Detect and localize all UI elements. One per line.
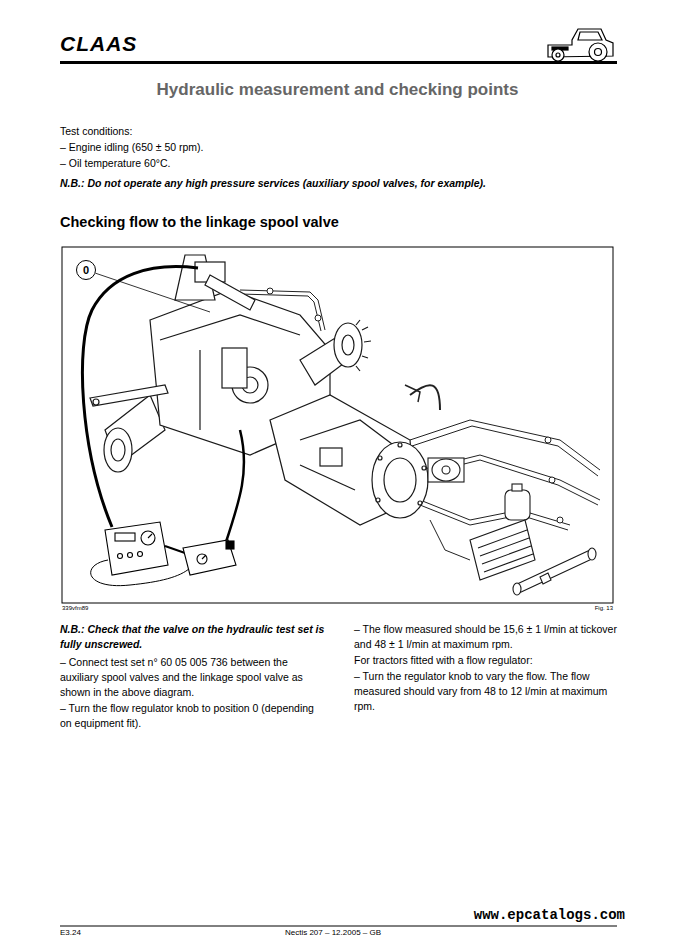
pump-and-cooler [428,458,596,595]
test-hoses [82,267,244,586]
header-rule-part [60,61,617,64]
pump-and-cooler-part [470,520,535,580]
transmission-housing-part [372,442,428,518]
hydraulic-test-set [105,522,236,575]
hydraulic-test-set-part [183,540,236,575]
transmission-housing-part [378,456,382,460]
pump-and-cooler-part [513,583,521,595]
transmission-housing-part [422,466,426,470]
tractor-icon-part [595,49,602,56]
transmission-housing-part [90,385,168,406]
test-hoses-part [96,273,211,312]
pipe-unions-part [267,288,273,294]
transmission-housing-part [320,448,342,466]
hydraulic-pipes-part [420,500,570,525]
footer-rule-part [60,926,617,927]
pump-and-cooler-part [505,490,530,520]
instruction-step: – Connect test set n° 60 05 005 736 betw… [60,655,325,700]
hydraulic-test-set-part [138,552,143,557]
transmission-housing-part [160,315,300,340]
transmission-housing-part [334,323,362,367]
test-conditions-heading: Test conditions: [60,124,360,139]
pipe-unions-part [545,437,551,443]
transmission-housing-part [342,335,354,355]
instruction-step: – The flow measured should be 15,6 ± 1 l… [354,622,620,652]
hydraulic-test-set-part [105,522,168,575]
warning-note: N.B.: Do not operate any high pressure s… [60,176,620,191]
pump-and-cooler-part [428,458,464,482]
hydraulic-test-set-part [141,531,155,545]
callout-number: 0 [83,265,89,276]
transmission-housing-part [398,443,402,447]
hydraulic-test-set-part [128,553,133,558]
test-hoses-part [225,430,244,545]
pump-and-cooler-part [478,530,533,572]
test-condition: – Oil temperature 60°C. [60,156,360,171]
hydraulic-test-set-part [118,554,123,559]
pump-and-cooler-part [512,484,522,491]
transmission-housing-part [384,458,416,502]
pump-and-cooler-part [540,573,551,584]
transmission-housing-part [93,399,99,405]
document-reference: Nectis 207 – 12.2005 – GB [223,928,443,937]
brand-logo: CLAAS [60,30,170,57]
instruction-note: N.B.: Check that the valve on the hydrau… [60,622,325,652]
transmission-housing [90,255,428,525]
tractor-icon [548,29,613,61]
hydraulic-pipes-part [405,385,420,402]
figure-reference: 339vfm89 [62,604,142,612]
tractor-icon-part [552,49,564,61]
instruction-subheading: For tractors fitted with a flow regulato… [354,653,620,668]
test-hoses-part [165,546,185,553]
instruction-step: – Turn the flow regulator knob to positi… [60,701,325,731]
hydraulic-test-set-part [148,534,152,538]
pipe-unions-part [557,517,563,523]
page-title: Hydraulic measurement and checking point… [0,79,675,101]
transmission-housing-part [356,320,371,371]
test-hoses-part [82,267,198,527]
page-number: E3.24 [60,928,140,937]
hydraulic-pipes-part [430,520,470,560]
transmission-housing-part [104,428,132,472]
figure-number: Fig. 13 [543,604,613,612]
transmission-housing-part [205,275,255,310]
hydraulic-pipes-part [420,505,568,530]
pump-and-cooler-part [432,459,460,481]
transmission-housing-part [222,348,247,388]
test-condition: – Engine idling (650 ± 50 rpm). [60,140,360,155]
hydraulic-test-set-part [115,533,135,541]
footer-rule [60,926,617,927]
figure-frame [62,247,613,603]
pump-and-cooler-part [588,548,596,560]
transmission-housing-part [376,498,380,502]
transmission-housing-part [418,501,422,505]
tractor-icon-part [589,43,607,61]
section-heading: Checking flow to the linkage spool valve [60,213,460,232]
hydraulic-test-set-part [202,555,206,559]
pump-and-cooler-part [515,550,594,593]
transmission-housing-part [300,465,355,490]
hydraulic-test-set-part [197,554,207,564]
pipe-unions-part [549,477,555,483]
instruction-step: – Turn the regulator knob to vary the fl… [354,669,620,714]
transmission-housing-part [199,350,200,430]
watermark: www.epcatalogs.com [455,907,625,924]
transmission-housing-part [300,420,400,450]
figure-frame-part [62,247,613,603]
pipe-unions-part [315,315,321,321]
header-rule [60,61,617,64]
pump-and-cooler-part [442,466,450,474]
tractor-icon-part [556,53,560,57]
hydraulic-test-set-part [226,541,234,549]
tractor-icon-part [578,32,602,40]
callout-circle: 0 [76,260,96,280]
transmission-housing-part [111,439,125,461]
